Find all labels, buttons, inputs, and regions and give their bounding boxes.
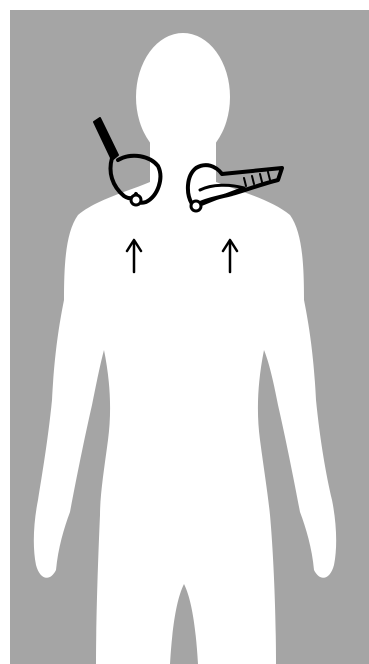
right-clip-pivot [191,201,201,211]
left-clip-pivot [131,195,141,205]
